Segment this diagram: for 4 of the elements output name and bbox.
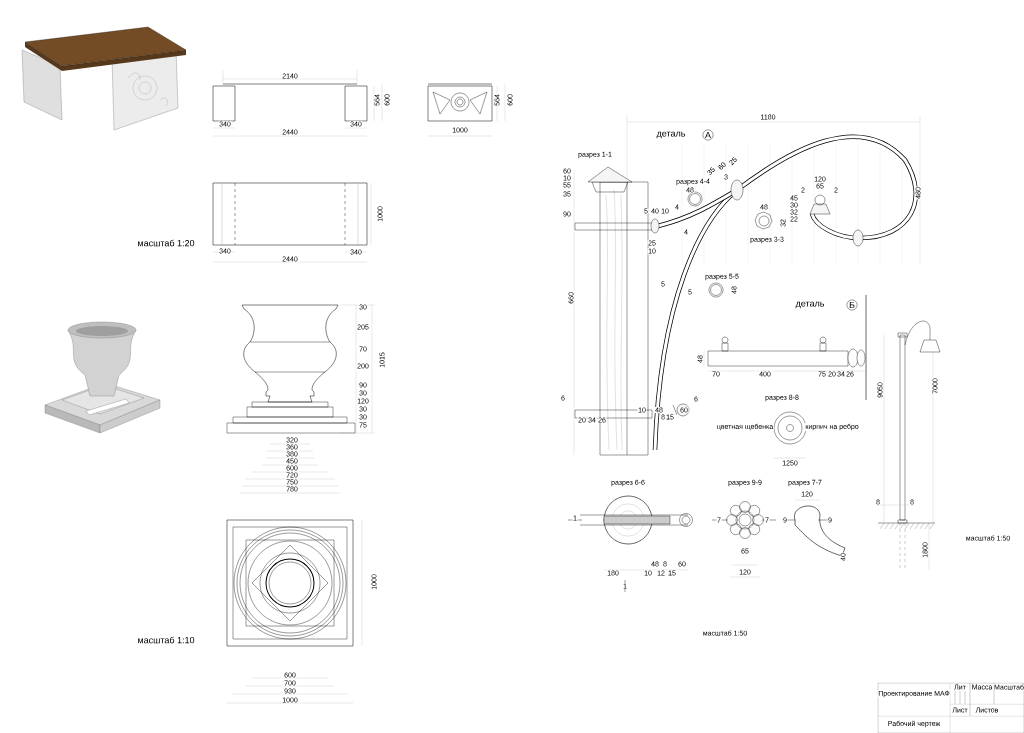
detail-label: деталь (655, 131, 687, 139)
scale-label: масштаб 1:10 (136, 636, 196, 644)
detail-label: деталь (794, 301, 826, 309)
scale-label: масштаб 1:20 (136, 239, 196, 247)
